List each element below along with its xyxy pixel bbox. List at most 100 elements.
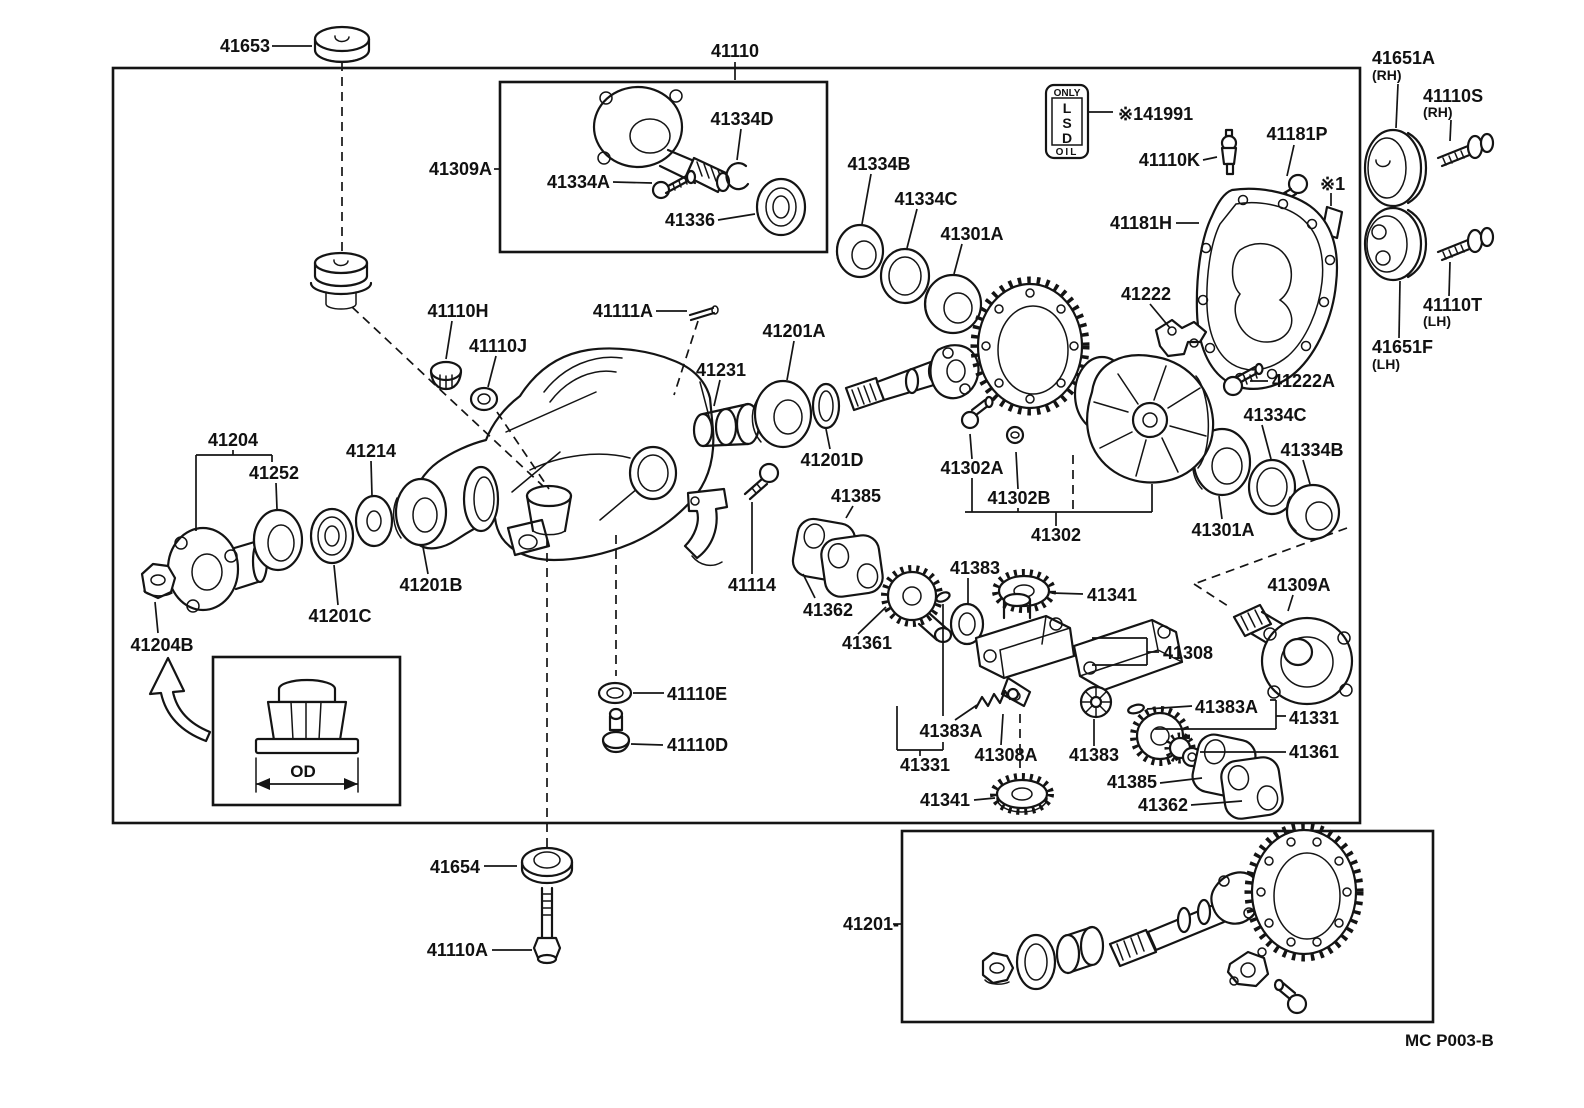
part-label-41362-59: 41362 (1138, 795, 1188, 815)
washer-41214 (354, 494, 394, 548)
plate-41362-right (1220, 756, 1284, 820)
crown-gear-41341-bottom (990, 773, 1054, 815)
part-label-41302A-44: 41302A (940, 458, 1003, 478)
kit-spacer (1055, 925, 1105, 975)
part-label-1-12: ※1 (1320, 174, 1345, 194)
part-label-41341-43: 41341 (1087, 585, 1137, 605)
part-label-41383-42: 41383 (950, 558, 1000, 578)
kit-nut (981, 951, 1015, 985)
kit-drive-pinion (1108, 871, 1272, 968)
part-label-41204-32: 41204 (208, 430, 258, 450)
plug-41110d (601, 707, 631, 754)
part-label-41309A-3: 41309A (429, 159, 492, 179)
badge-line-s: S (1062, 115, 1071, 131)
bolt-41110a (532, 886, 562, 965)
part-label-41302-46: 41302 (1031, 525, 1081, 545)
bolt-41334a (651, 169, 697, 200)
plug-41110h (429, 360, 463, 391)
part-label-41334B-6: 41334B (847, 154, 910, 174)
arrow-41204b (148, 656, 212, 743)
part-label-41110H-26: 41110H (427, 301, 488, 321)
part-label-41334C-16: 41334C (1243, 405, 1306, 425)
part-label-41252-33: 41252 (249, 463, 299, 483)
part-label-41110E-60: 41110E (667, 684, 727, 704)
bolt-41302a (960, 395, 994, 430)
pin-41111a (688, 305, 719, 322)
part-label-(RH)-21: (RH) (1423, 104, 1453, 120)
lock-plate-41222 (1154, 318, 1208, 358)
part-label-41222A-15: 41222A (1272, 371, 1335, 391)
part-label-141991-9: ※141991 (1118, 104, 1193, 124)
kit-ring-gear (1244, 822, 1364, 962)
washer-41383-right (1079, 685, 1113, 719)
part-label-41204B-37: 41204B (130, 635, 193, 655)
part-label-41385-58: 41385 (1107, 772, 1157, 792)
part-label-41336-5: 41336 (665, 210, 715, 230)
bolt-41110s (1436, 132, 1495, 168)
part-label-41110T-22: 41110T (1423, 295, 1482, 315)
part-label-41341-54: 41341 (920, 790, 970, 810)
washer-41252 (252, 508, 304, 572)
main-border-box (111, 66, 1362, 825)
footer-drawing-code: MC P003-B (1405, 1031, 1494, 1050)
part-label-41385-39: 41385 (831, 486, 881, 506)
od-nut-inset-box (211, 655, 402, 807)
part-label-41383A-50: 41383A (919, 721, 982, 741)
part-label-41201D-31: 41201D (800, 450, 863, 470)
ring-pinion-kit-box (900, 829, 1435, 1024)
sensor-41110k (1220, 128, 1238, 176)
part-label-41308A-52: 41308A (974, 745, 1037, 765)
breather-bushing (309, 251, 373, 310)
part-label-41301A-47: 41301A (1191, 520, 1254, 540)
part-label-41334A-4: 41334A (547, 172, 610, 192)
part-label-41362-40: 41362 (803, 600, 853, 620)
part-label-41383-53: 41383 (1069, 745, 1119, 765)
part-label-41214-34: 41214 (346, 441, 396, 461)
nut-41302b (1005, 425, 1025, 445)
part-label-41222-14: 41222 (1121, 284, 1171, 304)
part-label-41309A-48: 41309A (1267, 575, 1330, 595)
parts-artwork: ONLY L S D OIL (140, 25, 1495, 1015)
part-label-41201B-35: 41201B (399, 575, 462, 595)
diff-case (1086, 354, 1215, 484)
bearing-41334b-right (1285, 483, 1341, 541)
flange-41204 (166, 526, 269, 613)
dashed-assembly-lines (341, 62, 1348, 847)
bolt-41114 (743, 462, 780, 501)
part-label-41110K-10: 41110K (1139, 150, 1200, 170)
part-label-41201--64: 41201- (843, 914, 899, 934)
lock-nut-drawing (254, 678, 360, 755)
part-label-41361-41: 41361 (842, 633, 892, 653)
frame-borders (111, 66, 1435, 1024)
race-41334c-top (879, 247, 931, 305)
oil-seal-41336 (755, 177, 807, 237)
part-label-41201C-36: 41201C (308, 606, 371, 626)
rear-cover-41181h (1195, 187, 1339, 390)
race-41334c-right (1247, 458, 1297, 516)
cup-41651a (1363, 128, 1428, 208)
plate-41362-left (820, 534, 884, 598)
part-label-41110J-27: 41110J (469, 336, 527, 356)
part-label-41114-38: 41114 (728, 575, 776, 595)
badge-line-l: L (1063, 100, 1072, 116)
part-label-41181H-13: 41181H (1110, 213, 1172, 233)
part-label-41231-30: 41231 (696, 360, 746, 380)
spring-41308a (974, 687, 1020, 710)
part-label-41110D-61: 41110D (667, 735, 728, 755)
part-label-41334B-17: 41334B (1280, 440, 1343, 460)
part-label-41301A-8: 41301A (940, 224, 1003, 244)
side-shaft-inset-box (498, 80, 829, 254)
part-label-41654-62: 41654 (430, 857, 480, 877)
part-label-41308-49: 41308 (1163, 643, 1213, 663)
seal-41201c (309, 507, 355, 565)
part-label-(RH)-19: (RH) (1372, 67, 1402, 83)
part-label-41653-0: 41653 (220, 36, 270, 56)
bearing-41201a (751, 379, 813, 449)
part-label-41110-1: 41110 (711, 41, 759, 61)
part-label-41181P-11: 41181P (1266, 124, 1327, 144)
part-label-41651A-18: 41651A (1372, 48, 1435, 68)
washer-41110e (597, 681, 633, 705)
